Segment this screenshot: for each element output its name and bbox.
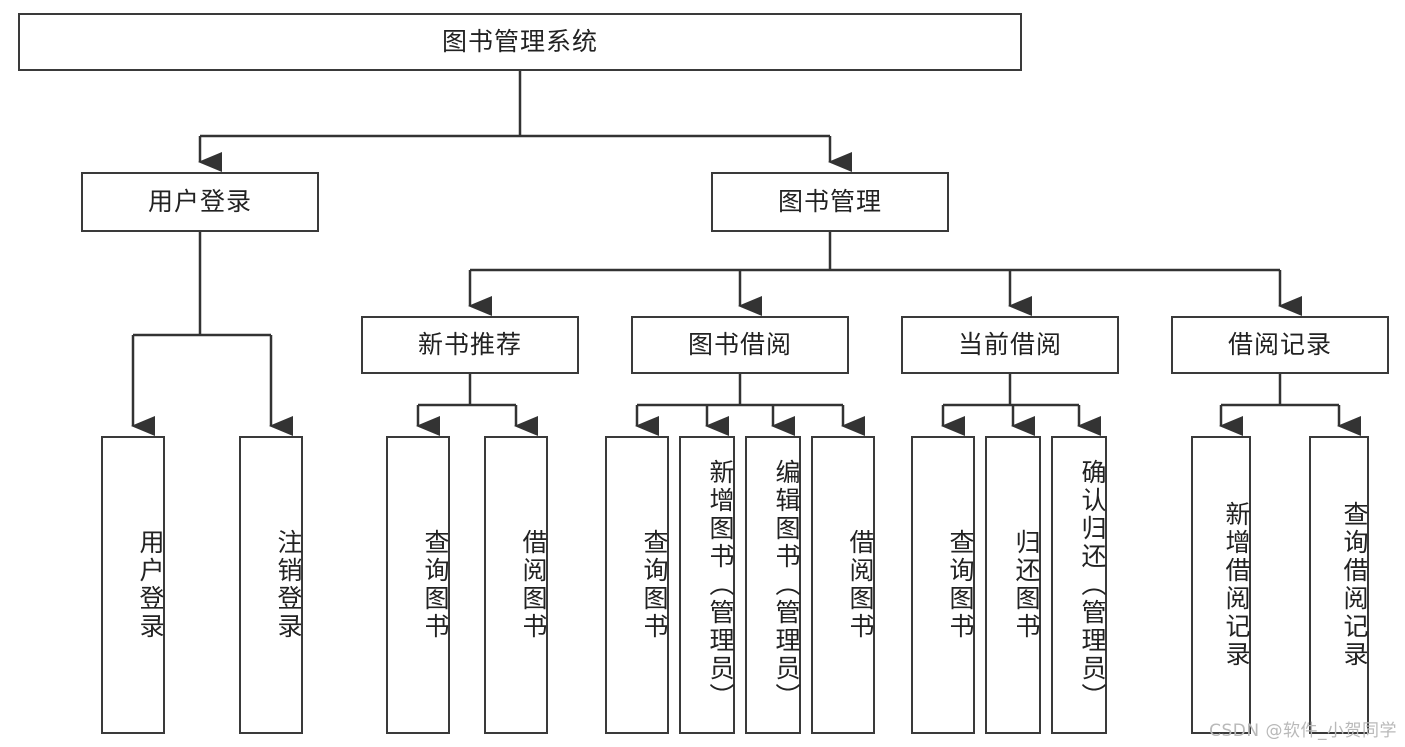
leaf-query-borrow-record-label: 查询借阅记录 (1340, 501, 1369, 669)
node-borrow-record-label: 借阅记录 (1227, 330, 1332, 359)
leaf-borrow-book-newbook[interactable]: 借阅图书 (484, 436, 548, 734)
leaf-confirm-return-admin[interactable]: 确认归还（管理员） (1051, 436, 1107, 734)
node-user-login-label: 用户登录 (147, 187, 252, 216)
leaf-logout-label: 注销登录 (274, 529, 303, 641)
leaf-query-book-borrow-label: 查询图书 (640, 529, 669, 641)
watermark: CSDN @软件_小贺同学 (1209, 721, 1397, 741)
node-current-borrow-label: 当前借阅 (957, 330, 1062, 359)
node-book-borrow-label: 图书借阅 (687, 330, 792, 359)
leaf-user-login[interactable]: 用户登录 (101, 436, 165, 734)
leaf-add-book-admin-label: 新增图书（管理员） (706, 459, 735, 711)
node-new-book-recommend[interactable]: 新书推荐 (361, 316, 579, 374)
leaf-query-book-current[interactable]: 查询图书 (911, 436, 975, 734)
leaf-return-book[interactable]: 归还图书 (985, 436, 1041, 734)
node-borrow-record[interactable]: 借阅记录 (1171, 316, 1389, 374)
node-user-login[interactable]: 用户登录 (81, 172, 319, 232)
leaf-query-book-newbook[interactable]: 查询图书 (386, 436, 450, 734)
node-root[interactable]: 图书管理系统 (18, 13, 1022, 71)
leaf-edit-book-admin-label: 编辑图书（管理员） (772, 459, 801, 711)
leaf-logout[interactable]: 注销登录 (239, 436, 303, 734)
leaf-return-book-label: 归还图书 (1012, 529, 1041, 641)
leaf-add-borrow-record-label: 新增借阅记录 (1222, 501, 1251, 669)
node-book-management[interactable]: 图书管理 (711, 172, 949, 232)
leaf-edit-book-admin[interactable]: 编辑图书（管理员） (745, 436, 801, 734)
node-book-borrow[interactable]: 图书借阅 (631, 316, 849, 374)
leaf-user-login-label: 用户登录 (136, 529, 165, 641)
leaf-borrow-book[interactable]: 借阅图书 (811, 436, 875, 734)
leaf-query-book-borrow[interactable]: 查询图书 (605, 436, 669, 734)
leaf-query-borrow-record[interactable]: 查询借阅记录 (1309, 436, 1369, 734)
node-new-book-recommend-label: 新书推荐 (417, 330, 522, 359)
leaf-add-book-admin[interactable]: 新增图书（管理员） (679, 436, 735, 734)
leaf-borrow-book-newbook-label: 借阅图书 (519, 529, 548, 641)
node-book-management-label: 图书管理 (777, 187, 882, 216)
leaf-borrow-book-label: 借阅图书 (846, 529, 875, 641)
node-root-label: 图书管理系统 (441, 27, 598, 56)
leaf-query-book-current-label: 查询图书 (946, 529, 975, 641)
leaf-query-book-newbook-label: 查询图书 (421, 529, 450, 641)
leaf-confirm-return-admin-label: 确认归还（管理员） (1078, 459, 1107, 711)
node-current-borrow[interactable]: 当前借阅 (901, 316, 1119, 374)
leaf-add-borrow-record[interactable]: 新增借阅记录 (1191, 436, 1251, 734)
